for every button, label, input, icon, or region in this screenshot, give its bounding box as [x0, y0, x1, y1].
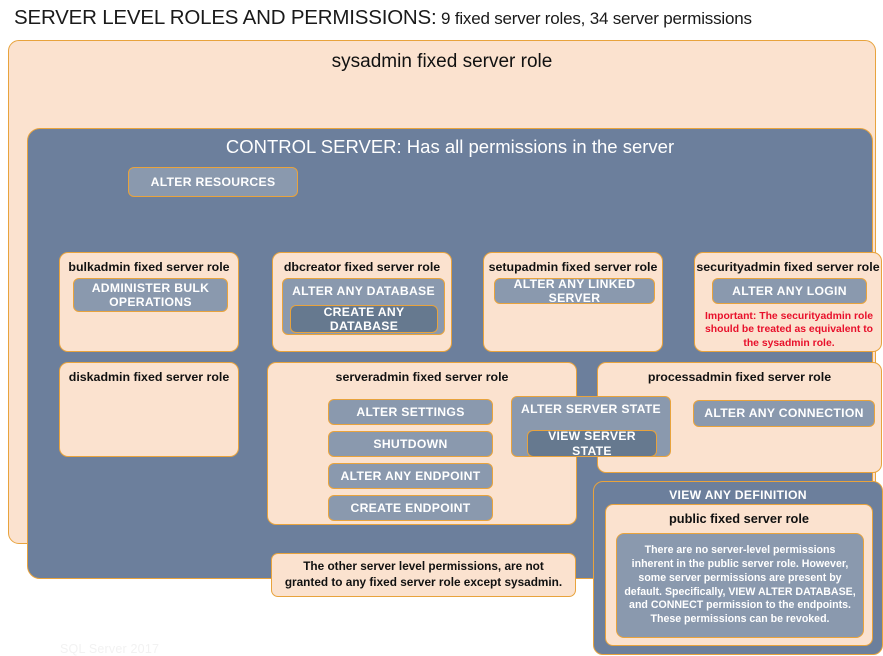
view-any-definition-panel: VIEW ANY DEFINITION public fixed server …	[593, 481, 883, 655]
role-card-public: public fixed server role There are no se…	[605, 504, 873, 646]
role-title-serveradmin: serveradmin fixed server role	[335, 370, 509, 384]
permission-alter-any-linked-server: ALTER ANY LINKED SERVER	[494, 277, 655, 305]
sysadmin-role-container: sysadmin fixed server role CONTROL SERVE…	[8, 40, 883, 656]
permission-alter-any-connection: ALTER ANY CONNECTION	[693, 400, 875, 427]
page-title: SERVER LEVEL ROLES AND PERMISSIONS: 9 fi…	[14, 6, 874, 36]
control-server-label: CONTROL SERVER: Has all permissions in t…	[225, 136, 675, 157]
permission-alter-settings: ALTER SETTINGS	[328, 399, 493, 425]
role-title-dbcreator: dbcreator fixed server role	[283, 260, 441, 274]
sysadmin-role-label: sysadmin fixed server role	[331, 51, 553, 72]
role-title-securityadmin: securityadmin fixed server role	[696, 260, 880, 274]
other-permissions-note: The other server level permissions, are …	[271, 553, 576, 597]
permission-view-server-state: VIEW SERVER STATE	[527, 429, 657, 458]
role-card-bulkadmin: bulkadmin fixed server role ADMINISTER B…	[59, 252, 239, 352]
public-role-note-text: There are no server-level permissions in…	[624, 543, 856, 626]
permission-create-endpoint: CREATE ENDPOINT	[328, 495, 493, 521]
public-role-note: There are no server-level permissions in…	[616, 533, 864, 638]
permission-alter-any-login: ALTER ANY LOGIN	[712, 278, 867, 304]
role-card-securityadmin: securityadmin fixed server role ALTER AN…	[694, 252, 882, 352]
role-card-diskadmin: diskadmin fixed server role	[59, 362, 239, 457]
role-title-diskadmin: diskadmin fixed server role	[68, 370, 230, 384]
role-title-bulkadmin: bulkadmin fixed server role	[68, 260, 230, 274]
role-title-public: public fixed server role	[668, 511, 810, 526]
securityadmin-warning-note: Important: The securityadmin role should…	[704, 311, 874, 349]
permission-create-any-database: CREATE ANY DATABASE	[290, 305, 438, 333]
footer-version-label: SQL Server 2017	[60, 642, 160, 656]
other-permissions-note-text: The other server level permissions, are …	[284, 559, 563, 589]
permission-alter-any-database-label: ALTER ANY DATABASE	[292, 284, 435, 298]
control-server-panel: CONTROL SERVER: Has all permissions in t…	[27, 128, 883, 656]
role-title-setupadmin: setupadmin fixed server role	[488, 260, 658, 274]
role-title-processadmin: processadmin fixed server role	[647, 370, 832, 384]
permission-alter-server-state-label: ALTER SERVER STATE	[521, 402, 661, 416]
page-title-main: SERVER LEVEL ROLES AND PERMISSIONS:	[14, 6, 437, 29]
role-card-dbcreator: dbcreator fixed server role ALTER ANY DA…	[272, 252, 452, 352]
role-card-setupadmin: setupadmin fixed server role ALTER ANY L…	[483, 252, 663, 352]
permission-alter-any-endpoint: ALTER ANY ENDPOINT	[328, 463, 493, 489]
permission-shutdown: SHUTDOWN	[328, 431, 493, 457]
page-title-subtitle: 9 fixed server roles, 34 server permissi…	[436, 9, 752, 28]
permission-view-any-definition-label: VIEW ANY DEFINITION	[669, 488, 807, 502]
permission-administer-bulk-operations: ADMINISTER BULK OPERATIONS	[73, 278, 228, 312]
permission-alter-resources: ALTER RESOURCES	[128, 167, 298, 197]
